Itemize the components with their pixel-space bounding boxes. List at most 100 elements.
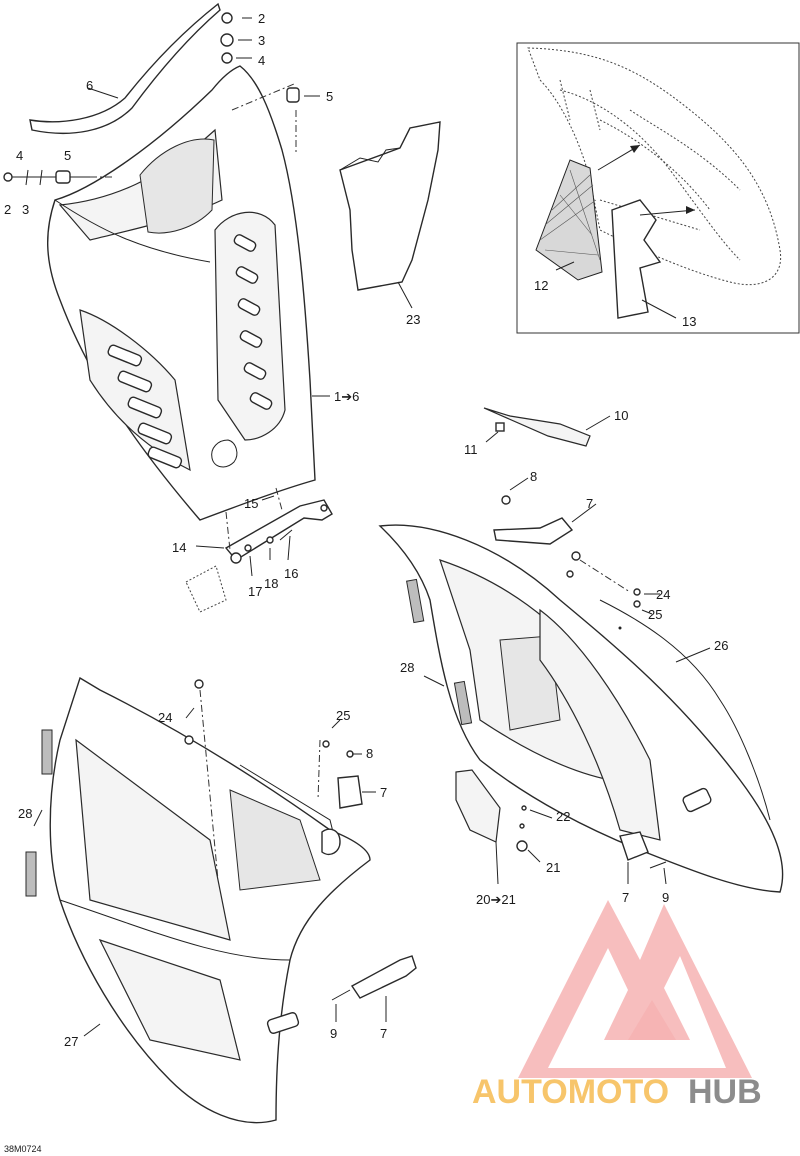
callout-12: 12 (534, 278, 548, 293)
inset-arrowhead-a (630, 145, 640, 153)
callout-7-lower: 7 (380, 785, 387, 800)
callout-5-right: 5 (326, 89, 333, 104)
washer-17 (244, 544, 252, 552)
pin-24-lower-b (184, 735, 194, 745)
screw-22b (519, 823, 525, 829)
retainer-25-upper (566, 570, 574, 578)
clip-11 (495, 422, 505, 432)
bolt-head-left (3, 172, 13, 182)
leader-lines (33, 17, 711, 1037)
handle-7-upper (493, 517, 574, 545)
callout-7-upper: 7 (586, 496, 593, 511)
callout-14: 14 (172, 540, 186, 555)
callout-21: 21 (546, 860, 560, 875)
handle-7-lower (337, 775, 363, 809)
callout-1-to-6: 1➔6 (334, 389, 359, 404)
callout-10: 10 (614, 408, 628, 423)
hood-assembly (46, 65, 316, 521)
inset-arrowhead-b (686, 206, 695, 214)
callout-24-lower: 24 (158, 710, 172, 725)
screw-2-top (221, 12, 233, 24)
callout-8-upper: 8 (530, 469, 537, 484)
strip-28-upper-b (453, 680, 473, 726)
washer-3-top (220, 33, 234, 47)
strip-28-upper-a (406, 578, 425, 624)
axis-hood-right (231, 83, 295, 111)
callout-22: 22 (556, 809, 570, 824)
callout-3-left: 3 (22, 202, 29, 217)
callout-7-right: 7 (622, 890, 629, 905)
callout-18: 18 (264, 576, 278, 591)
watermark-logo (518, 900, 752, 1078)
inset-arrow-b (639, 209, 696, 216)
screw-22a (521, 805, 527, 811)
callout-9-bottom: 9 (330, 1026, 337, 1041)
trim-10 (483, 407, 591, 447)
hood-vents-left (107, 344, 183, 469)
foam-23-edge (339, 147, 401, 171)
callout-13: 13 (682, 314, 696, 329)
callout-16: 16 (284, 566, 298, 581)
callout-2-top: 2 (258, 11, 265, 26)
foam-23 (339, 121, 441, 291)
nut-4-top (221, 52, 233, 64)
diagram-code: 38M0724 (4, 1144, 42, 1154)
axis-24-upper (579, 559, 631, 593)
bracket-ghost (185, 565, 227, 613)
washer-3-left (25, 169, 29, 186)
trim-strip-6 (29, 2, 221, 135)
callout-6: 6 (86, 78, 93, 93)
callout-15: 15 (244, 496, 258, 511)
side-panel-26 (378, 524, 784, 893)
axis-15a (225, 511, 231, 551)
callout-26: 26 (714, 638, 728, 653)
pin-24-upper (571, 551, 581, 561)
latch-20 (455, 769, 501, 843)
grommet-5-right (286, 87, 300, 103)
retainer-25-lower (322, 740, 330, 748)
callout-23: 23 (406, 312, 420, 327)
axis-25-lower (317, 739, 321, 801)
callout-27: 27 (64, 1034, 78, 1049)
inset-foam-13 (611, 199, 662, 319)
screw-9-right (649, 861, 667, 869)
handle-7-bottom (350, 955, 417, 999)
nut-21 (516, 840, 528, 852)
bracket-14 (224, 499, 333, 564)
callout-11: 11 (464, 442, 478, 457)
callout-4-left: 4 (16, 148, 23, 163)
axis-15b (275, 487, 283, 511)
watermark-brand-part2: HUB (688, 1073, 762, 1111)
callout-3-top: 3 (258, 33, 265, 48)
washer-18 (266, 536, 274, 544)
washer-4-left (39, 169, 43, 186)
callout-5-left: 5 (64, 148, 71, 163)
retainer-25-upper-b (633, 600, 641, 608)
inset-foam-12 (535, 159, 603, 281)
callout-28-upper: 28 (400, 660, 414, 675)
screw-9-bottom (331, 989, 351, 1001)
hood-vents-right (233, 234, 273, 410)
callout-25-upper: 25 (648, 607, 662, 622)
inset-hood-ghost (527, 47, 782, 286)
callout-24-upper: 24 (656, 587, 670, 602)
strip-28-lower-b (25, 851, 37, 897)
callout-7-bottom: 7 (380, 1026, 387, 1041)
inset-frame (516, 42, 800, 334)
strip-28-lower-a (41, 729, 53, 775)
pin-24-lower-a (194, 679, 204, 689)
handle-7-right (619, 831, 649, 861)
pin-24-upper-b (633, 588, 641, 596)
callout-8-lower: 8 (366, 746, 373, 761)
callout-28-lower: 28 (18, 806, 32, 821)
callout-17: 17 (248, 584, 262, 599)
screw-8-upper (501, 495, 511, 505)
callout-9-right: 9 (662, 890, 669, 905)
screw-16 (279, 529, 293, 541)
callout-25-lower: 25 (336, 708, 350, 723)
grommet-5-left (55, 170, 71, 184)
watermark-brand-part1: AUTOMOTO (472, 1073, 669, 1111)
side-panel-27 (49, 676, 371, 1124)
